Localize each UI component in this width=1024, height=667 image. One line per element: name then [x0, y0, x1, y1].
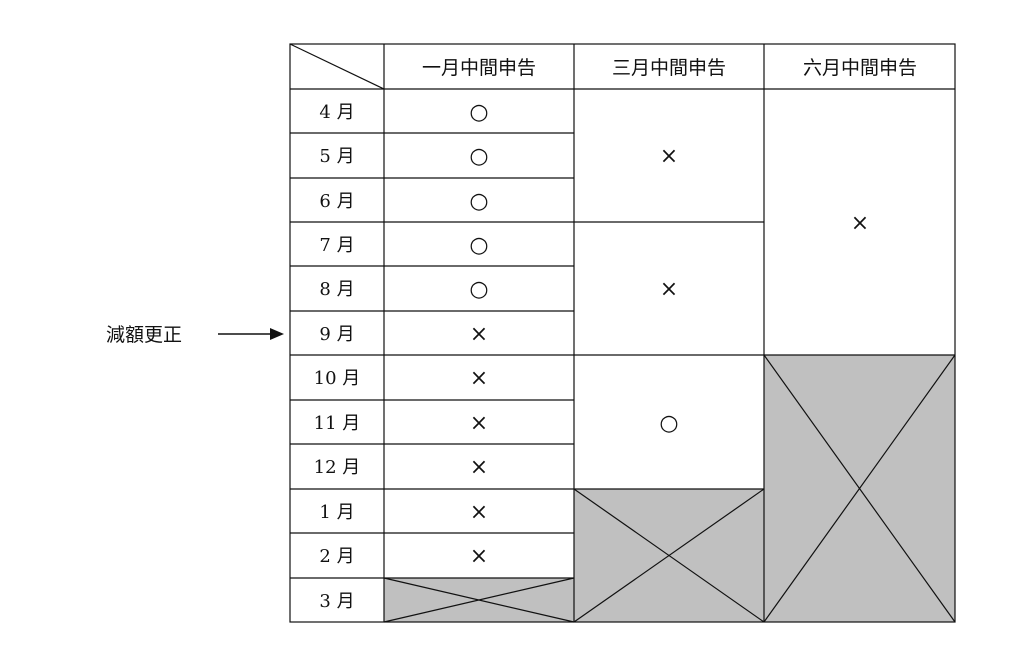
- jan-mark: ○: [469, 233, 488, 258]
- jan-mark: ○: [469, 189, 488, 214]
- month-label: 7 月: [319, 235, 354, 256]
- mar-mark: ×: [660, 144, 678, 169]
- annotation-arrow-head: [270, 328, 284, 340]
- header-mar: 三月中間申告: [612, 57, 726, 79]
- jan-mark: ×: [470, 544, 488, 569]
- jan-mark: ×: [470, 500, 488, 525]
- month-label: 5 月: [319, 146, 354, 167]
- header-jun: 六月中間申告: [803, 57, 917, 79]
- month-label: 2 月: [319, 546, 354, 567]
- month-label: 4 月: [319, 102, 354, 123]
- month-label: 11 月: [314, 413, 361, 434]
- jun-na-cross-2: [763, 354, 956, 623]
- jan-mark: ×: [470, 322, 488, 347]
- jan-mark: ○: [469, 144, 488, 169]
- mar-na-cross-2: [573, 488, 765, 623]
- jan-mark: ○: [469, 277, 488, 302]
- month-label: 6 月: [319, 191, 354, 212]
- month-label: 10 月: [314, 368, 361, 389]
- annotation-label: 減額更正: [106, 324, 182, 346]
- table-grid: [289, 43, 956, 623]
- month-label: 9 月: [319, 324, 354, 345]
- month-label: 12 月: [314, 457, 361, 478]
- month-label: 1 月: [319, 502, 354, 523]
- jan-na-cross-2: [383, 577, 575, 623]
- jan-mark: ○: [469, 100, 488, 125]
- jan-mark: ×: [470, 411, 488, 436]
- month-label: 8 月: [319, 279, 354, 300]
- mar-mark: ×: [660, 277, 678, 302]
- jan-mark: ×: [470, 366, 488, 391]
- month-label: 3 月: [319, 591, 354, 612]
- jun-mark: ×: [851, 211, 869, 236]
- mar-mark: ○: [659, 411, 678, 436]
- header-jan: 一月中間申告: [422, 57, 536, 79]
- jan-mark: ×: [470, 455, 488, 480]
- header-diagonal: [289, 43, 385, 90]
